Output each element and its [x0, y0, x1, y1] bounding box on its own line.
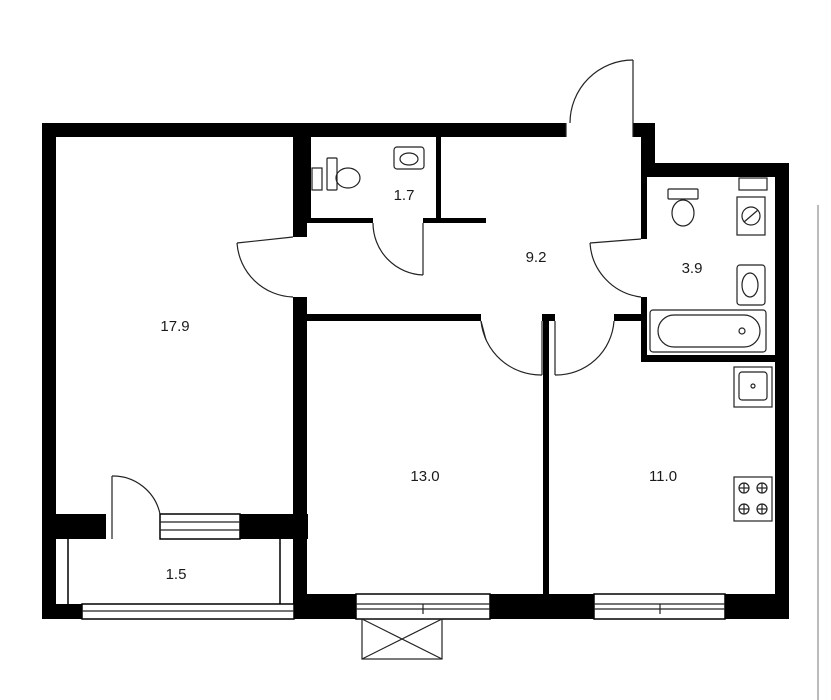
walls: [42, 123, 789, 619]
room-area-balcony: 1.5: [166, 566, 187, 583]
room-area-living: 17.9: [160, 318, 189, 335]
room-area-hall: 9.2: [526, 249, 547, 266]
room-area-bedroom: 13.0: [410, 468, 439, 485]
kitchen-sink-icon: [733, 366, 773, 408]
toilet-icon: [667, 188, 699, 227]
stove-icon: [733, 476, 773, 522]
ac-unit-icon: [361, 618, 443, 660]
room-area-bath: 3.9: [682, 260, 703, 277]
room-labels: 17.9 1.7 9.2 3.9 13.0 11.0 1.5: [160, 187, 702, 583]
fixtures: [311, 146, 773, 660]
washer-icon: [738, 177, 768, 191]
windows: [67, 513, 726, 620]
bathtub-icon: [649, 309, 767, 353]
room-area-kitchen: 11.0: [649, 468, 677, 485]
sink-icon: [736, 264, 766, 306]
doors: [111, 59, 642, 539]
toilet-icon: [311, 157, 361, 191]
boiler-icon: [736, 196, 766, 236]
room-area-wc: 1.7: [394, 187, 415, 204]
sink-icon: [393, 146, 425, 170]
